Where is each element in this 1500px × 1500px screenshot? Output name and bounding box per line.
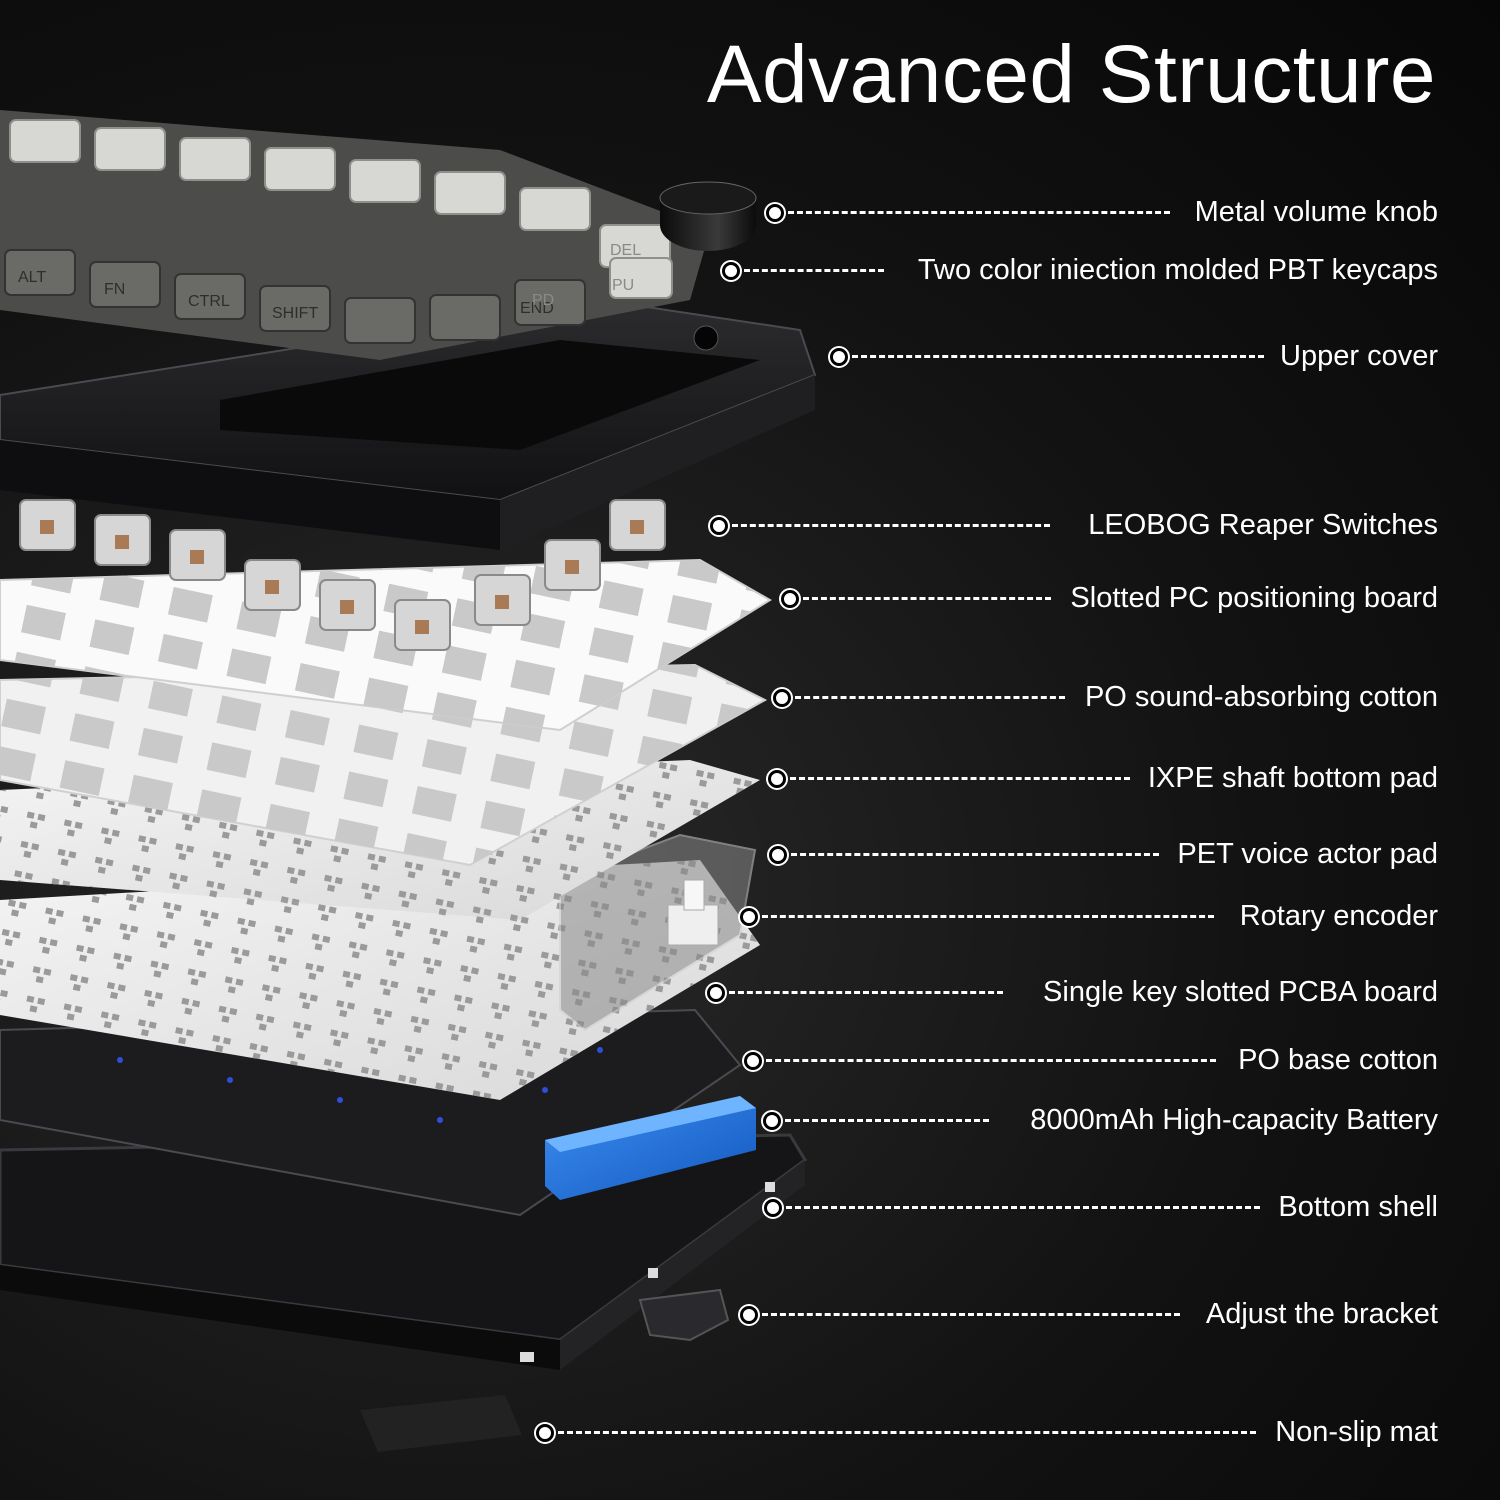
callout-leader-line — [744, 269, 884, 272]
keycaps-part: ALT FN CTRL SHIFT END DEL PU PD — [0, 110, 710, 360]
callout-label: Non-slip mat — [1275, 1416, 1438, 1448]
callout-reaper-switches: LEOBOG Reaper Switches — [0, 505, 1500, 545]
callout-label: Rotary encoder — [1239, 900, 1438, 932]
callout-marker — [830, 348, 848, 366]
callout-label: 8000mAh High-capacity Battery — [1030, 1104, 1438, 1136]
callout-marker — [769, 846, 787, 864]
keycap-legend: CTRL — [188, 293, 230, 310]
callout-marker — [766, 204, 784, 222]
rotary-encoder-part — [667, 879, 719, 946]
callout-leader-line — [786, 1206, 1260, 1209]
callout-marker — [536, 1424, 554, 1442]
callout-leader-line — [762, 1313, 1180, 1316]
callout-metal-volume-knob: Metal volume knob — [0, 192, 1500, 232]
keycap-legend: END — [520, 300, 554, 317]
callout-label: Adjust the bracket — [1205, 1298, 1438, 1330]
callout-leader-line — [790, 777, 1130, 780]
callout-leader-line — [729, 991, 1003, 994]
callout-label: PO sound-absorbing cotton — [1084, 681, 1438, 713]
non-slip-mat-part — [360, 1395, 522, 1452]
page-title: Advanced Structure — [706, 29, 1436, 120]
callout-leader-line — [558, 1431, 1256, 1434]
callout-marker — [740, 908, 758, 926]
callout-po-base-cotton: PO base cotton — [0, 1040, 1500, 1080]
callout-leader-line — [785, 1119, 989, 1122]
callout-marker — [722, 262, 740, 280]
callout-marker — [740, 1306, 758, 1324]
callout-label: IXPE shaft bottom pad — [1147, 762, 1438, 794]
callout-pbt-keycaps: Two color iniection molded PBT keycaps — [0, 250, 1500, 290]
callout-po-sound-cotton: PO sound-absorbing cotton — [0, 677, 1500, 717]
callout-label: Bottom shell — [1278, 1191, 1438, 1223]
keycap-legend: FN — [104, 281, 125, 298]
callout-label: Slotted PC positioning board — [1070, 582, 1438, 614]
callout-marker — [768, 770, 786, 788]
callout-leader-line — [795, 696, 1065, 699]
callout-leader-line — [788, 211, 1170, 214]
metal-knob-part — [659, 181, 757, 251]
callout-pet-pad: PET voice actor pad — [0, 834, 1500, 874]
callout-bottom-shell: Bottom shell — [0, 1187, 1500, 1227]
callout-leader-line — [766, 1059, 1216, 1062]
pc-plate-part — [0, 558, 772, 732]
callout-label: Single key slotted PCBA board — [1043, 976, 1438, 1008]
callout-marker — [744, 1052, 762, 1070]
callout-label: Two color iniection molded PBT keycaps — [917, 254, 1438, 286]
callout-upper-cover: Upper cover — [0, 336, 1500, 376]
callout-leader-line — [852, 355, 1264, 358]
callout-ixpe-pad: IXPE shaft bottom pad — [0, 758, 1500, 798]
switches-part — [19, 499, 666, 651]
callout-label: Metal volume knob — [1194, 196, 1438, 228]
callout-rotary-encoder: Rotary encoder — [0, 896, 1500, 936]
callout-label: PET voice actor pad — [1177, 838, 1438, 870]
callout-marker — [763, 1112, 781, 1130]
callout-marker — [773, 689, 791, 707]
callout-marker — [707, 984, 725, 1002]
keycap-legend: PD — [532, 292, 554, 309]
callout-pc-positioning-board: Slotted PC positioning board — [0, 578, 1500, 618]
callout-marker — [781, 590, 799, 608]
upper-cover-part — [0, 298, 817, 550]
callout-marker — [764, 1199, 782, 1217]
keycap-legend: DEL — [610, 242, 641, 259]
callout-label: LEOBOG Reaper Switches — [1088, 509, 1438, 541]
callout-leader-line — [732, 524, 1050, 527]
callout-marker — [710, 517, 728, 535]
keycap-legend: PU — [612, 277, 634, 294]
callout-battery: 8000mAh High-capacity Battery — [0, 1100, 1500, 1140]
callout-leader-line — [803, 597, 1051, 600]
callout-pcba-board: Single key slotted PCBA board — [0, 972, 1500, 1012]
adjust-bracket-part — [638, 1288, 730, 1342]
keycap-legend: SHIFT — [272, 305, 318, 322]
keycap-legend: ALT — [18, 269, 46, 286]
callout-leader-line — [791, 853, 1159, 856]
pet-pad-part — [559, 833, 757, 1032]
callout-leader-line — [762, 915, 1214, 918]
callout-label: PO base cotton — [1238, 1044, 1438, 1076]
callout-non-slip-mat: Non-slip mat — [0, 1412, 1500, 1452]
callout-adjust-bracket: Adjust the bracket — [0, 1294, 1500, 1334]
callout-label: Upper cover — [1280, 340, 1438, 372]
battery-part — [545, 1096, 756, 1200]
